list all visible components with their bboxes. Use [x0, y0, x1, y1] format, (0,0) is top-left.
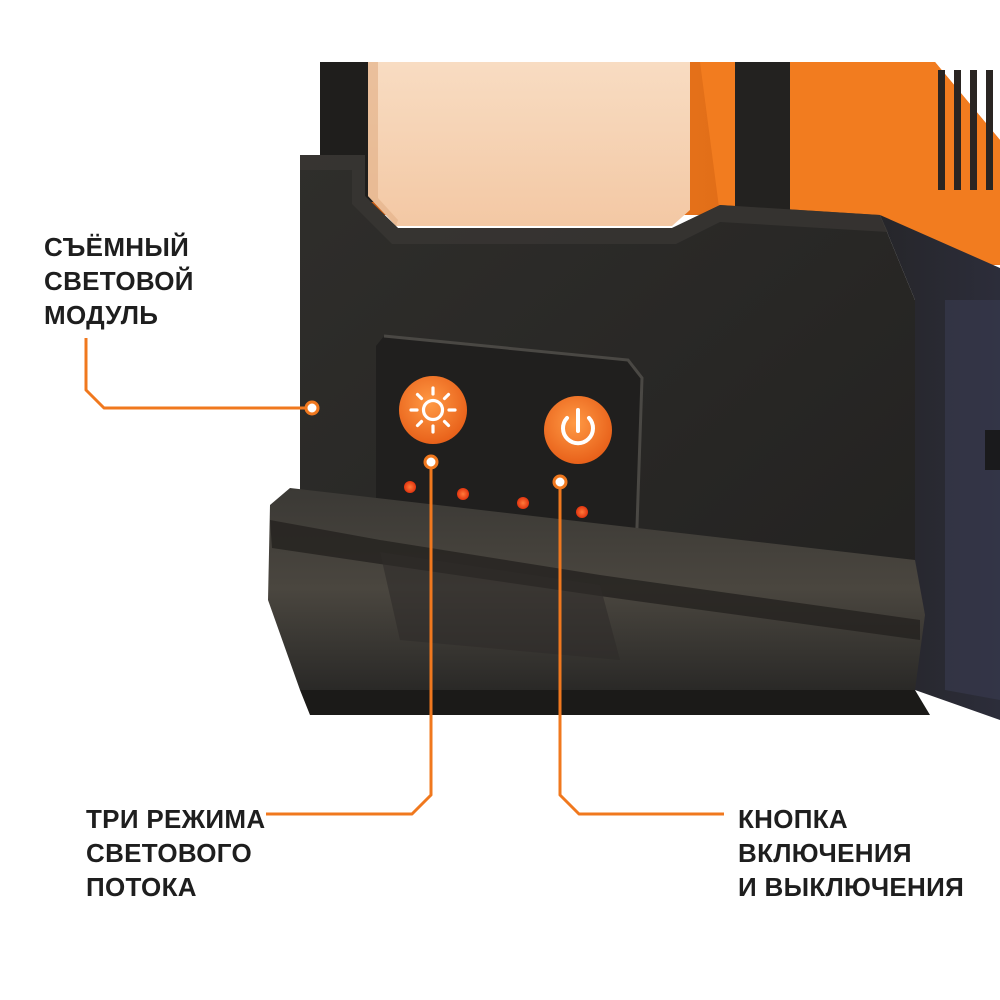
light-diffuser — [368, 62, 690, 226]
callout-line: СВЕТОВОЙ — [44, 266, 194, 296]
power-button[interactable] — [544, 396, 612, 464]
callout-lines — [84, 338, 724, 816]
power-icon — [561, 408, 595, 446]
indicator-led — [517, 497, 529, 509]
anchor-dot-power — [552, 474, 568, 490]
mode-indicators — [404, 481, 588, 518]
anchor-dot-modes — [423, 454, 439, 470]
indicator-led — [404, 481, 416, 493]
callout-line: И ВЫКЛЮЧЕНИЯ — [738, 872, 965, 902]
callout-line: ПОТОКА — [86, 872, 197, 902]
callout-label-power: КНОПКА ВКЛЮЧЕНИЯ И ВЫКЛЮЧЕНИЯ — [738, 802, 964, 904]
callout-line: КНОПКА — [738, 804, 849, 834]
callout-line: СЪЁМНЫЙ — [44, 232, 190, 262]
sun-icon — [409, 386, 457, 434]
callout-line: ВКЛЮЧЕНИЯ — [738, 838, 912, 868]
mode-button[interactable] — [399, 376, 467, 444]
callout-label-module: СЪЁМНЫЙ СВЕТОВОЙ МОДУЛЬ — [44, 230, 194, 332]
callout-line: МОДУЛЬ — [44, 300, 159, 330]
anchor-dot-module — [304, 400, 320, 416]
leader-line-module — [84, 338, 306, 410]
indicator-led — [576, 506, 588, 518]
callout-line: СВЕТОВОГО — [86, 838, 253, 868]
leader-line-modes — [266, 468, 433, 816]
callout-anchors — [304, 400, 568, 490]
indicator-led — [457, 488, 469, 500]
callout-label-modes: ТРИ РЕЖИМА СВЕТОВОГО ПОТОКА — [86, 802, 265, 904]
base-housing — [268, 155, 1000, 720]
light-module — [320, 62, 1000, 265]
leader-line-power — [558, 488, 724, 816]
callout-line: ТРИ РЕЖИМА — [86, 804, 266, 834]
vent-slots — [938, 70, 993, 190]
